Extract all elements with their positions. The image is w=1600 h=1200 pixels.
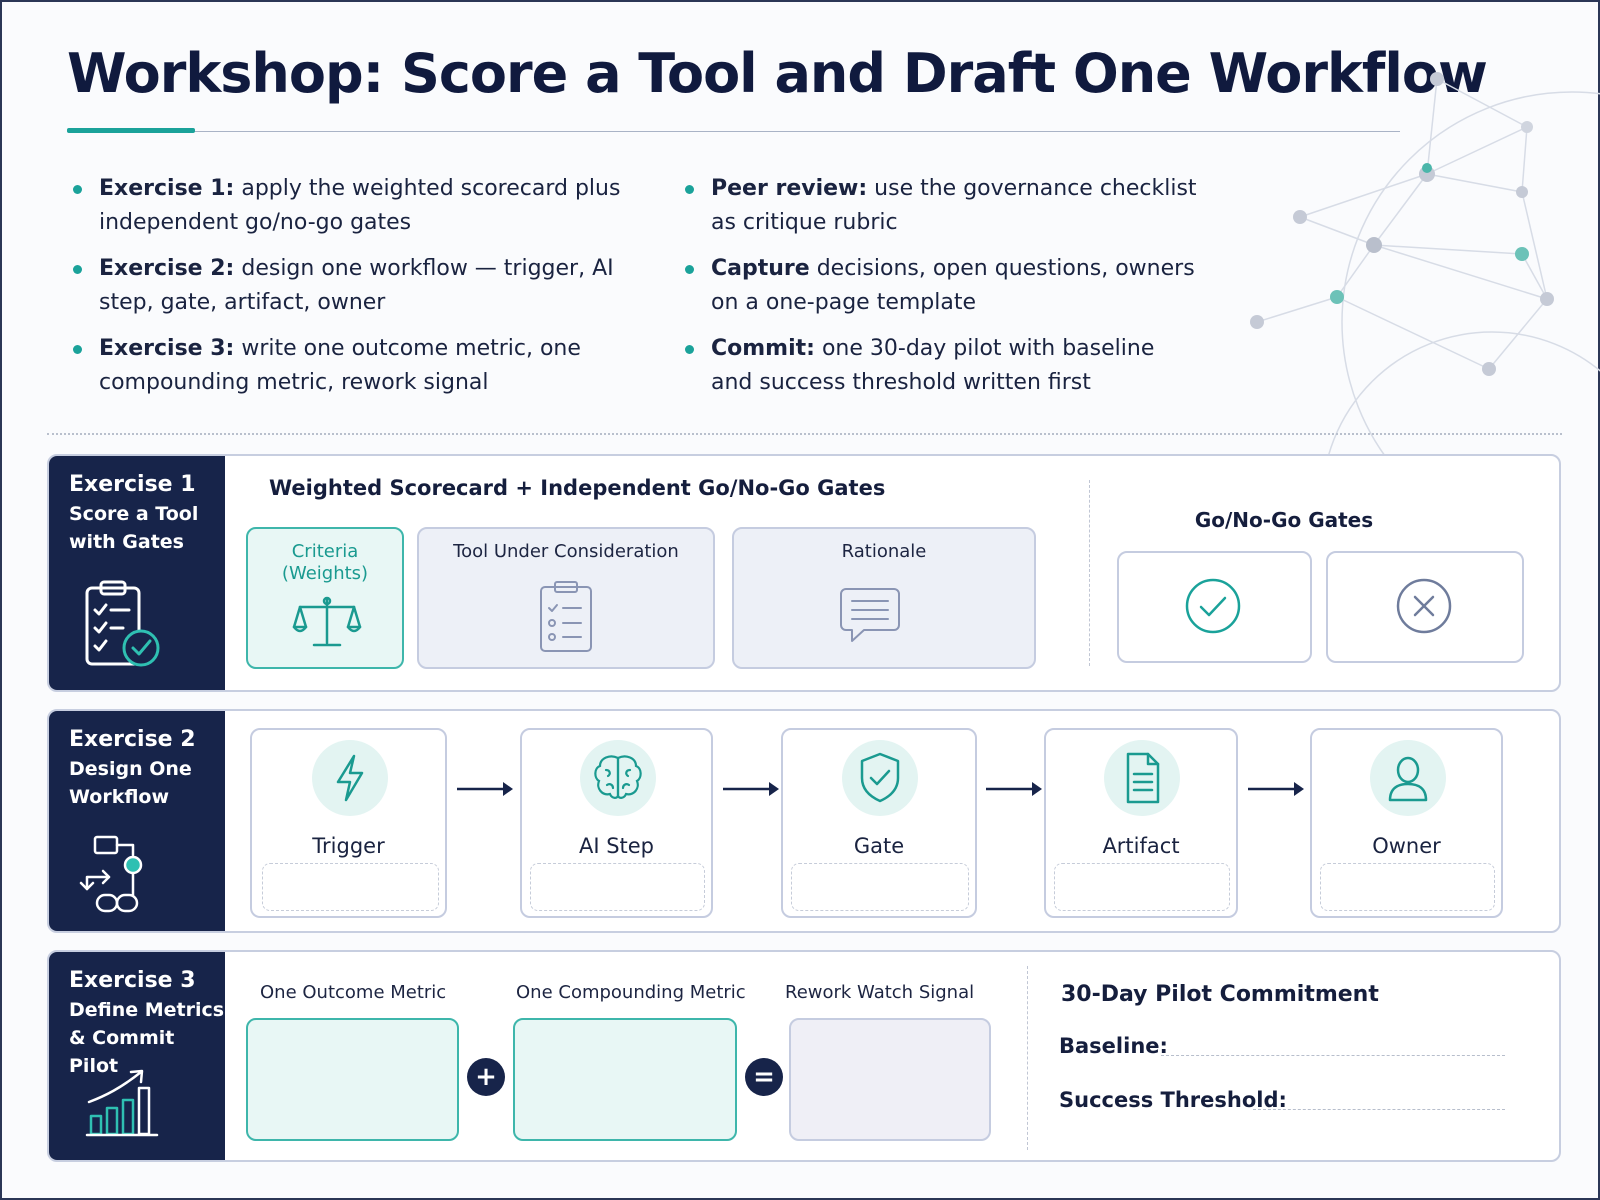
- check-circle-icon: [1185, 578, 1241, 634]
- ai-step-icon-badge: [580, 740, 656, 816]
- step-input-slot[interactable]: [262, 863, 439, 911]
- bullet-item: Peer review: use the governance checklis…: [679, 172, 1199, 240]
- document-icon: [1126, 752, 1160, 804]
- exercise-sublabel: Workflow: [69, 786, 170, 808]
- step-label: Owner: [1372, 834, 1441, 858]
- exercise-label: Exercise 3: [69, 968, 196, 993]
- workflow-step-ai-step[interactable]: AI Step: [520, 728, 713, 918]
- clipboard-list-icon: [540, 581, 592, 652]
- section-divider: [47, 433, 1562, 435]
- workflow-step-artifact[interactable]: Artifact: [1044, 728, 1238, 918]
- arrow-right-icon: [723, 782, 779, 796]
- title-rule: [67, 131, 1400, 132]
- equals-icon: =: [745, 1058, 783, 1096]
- lightning-icon: [336, 754, 364, 802]
- success-threshold-label: Success Threshold:: [1059, 1088, 1287, 1112]
- network-graphic: [1250, 72, 1600, 472]
- speech-bubble-icon: [840, 588, 900, 642]
- title-rule-accent: [67, 128, 195, 133]
- exercise-2-label: Exercise 2 Design One Workflow: [49, 711, 225, 931]
- exercise-label: Exercise 1: [69, 472, 196, 497]
- go-gate-card[interactable]: [1117, 551, 1312, 663]
- no-go-gate-card[interactable]: [1326, 551, 1524, 663]
- step-label: Artifact: [1102, 834, 1180, 858]
- bullet-item: Exercise 2: design one workflow — trigge…: [67, 252, 667, 320]
- workflow-step-owner[interactable]: Owner: [1310, 728, 1503, 918]
- rationale-card[interactable]: Rationale: [732, 527, 1036, 669]
- owner-icon-badge: [1370, 740, 1446, 816]
- outcome-metric-box[interactable]: [246, 1018, 459, 1141]
- gates-heading: Go/No-Go Gates: [1194, 508, 1374, 532]
- arrow-right-icon: [986, 782, 1042, 796]
- pilot-divider: [1027, 966, 1028, 1150]
- step-label: Gate: [853, 834, 905, 858]
- arrow-right-icon: [457, 782, 513, 796]
- shield-check-icon: [860, 752, 900, 803]
- exercise-3-label: Exercise 3 Define Metrics & Commit Pilot: [49, 952, 225, 1160]
- gate-icon-badge: [842, 740, 918, 816]
- exercise-1-label: Exercise 1 Score a Tool with Gates: [49, 456, 225, 690]
- criteria-title: Criteria (Weights): [248, 541, 402, 585]
- trigger-icon-badge: [312, 740, 388, 816]
- compounding-metric-box[interactable]: [513, 1018, 737, 1141]
- artifact-icon-badge: [1104, 740, 1180, 816]
- outcome-metric-label: One Outcome Metric: [260, 982, 447, 1003]
- rework-signal-label: Rework Watch Signal: [785, 982, 975, 1003]
- exercise-sublabel: with Gates: [69, 531, 184, 553]
- criteria-card[interactable]: Criteria (Weights): [246, 527, 404, 669]
- scale-icon: [292, 596, 362, 647]
- baseline-input-line[interactable]: [1161, 1055, 1505, 1056]
- scorecard-heading: Weighted Scorecard + Independent Go/No-G…: [269, 476, 886, 500]
- clipboard-check-icon: [85, 580, 160, 667]
- weights-label: (Weights): [281, 563, 369, 584]
- exercise-3-panel: Exercise 3 Define Metrics & Commit Pilot…: [47, 950, 1561, 1162]
- step-input-slot[interactable]: [530, 863, 705, 911]
- exercise-label: Exercise 2: [69, 727, 196, 752]
- step-label: AI Step: [578, 834, 655, 858]
- bullet-list-right: Peer review: use the governance checklis…: [679, 172, 1199, 412]
- exercise-sublabel: Score a Tool: [69, 503, 199, 525]
- exercise-sublabel: & Commit Pilot: [69, 1027, 175, 1077]
- rationale-title: Rationale: [841, 541, 927, 562]
- success-threshold-input-line[interactable]: [1253, 1109, 1505, 1110]
- workflow-icon: [79, 835, 143, 913]
- growth-chart-icon: [85, 1069, 159, 1137]
- workflow-step-gate[interactable]: Gate: [781, 728, 977, 918]
- bullet-item: Commit: one 30-day pilot with baseline a…: [679, 332, 1199, 400]
- baseline-label: Baseline:: [1059, 1034, 1168, 1058]
- gates-divider: [1089, 480, 1090, 666]
- tool-under-consideration-card[interactable]: Tool Under Consideration: [417, 527, 715, 669]
- exercise-sublabel: Define Metrics: [69, 999, 225, 1021]
- page-title: Workshop: Score a Tool and Draft One Wor…: [67, 42, 1488, 105]
- plus-icon: +: [467, 1058, 505, 1096]
- person-icon: [1388, 756, 1428, 802]
- bullet-list-left: Exercise 1: apply the weighted scorecard…: [67, 172, 667, 412]
- pilot-commitment-title: 30-Day Pilot Commitment: [1061, 982, 1379, 1007]
- exercise-sublabel: Design One: [69, 758, 192, 780]
- arrow-right-icon: [1248, 782, 1304, 796]
- workflow-step-trigger[interactable]: Trigger: [250, 728, 447, 918]
- compounding-metric-label: One Compounding Metric: [516, 982, 746, 1003]
- exercise-2-panel: Exercise 2 Design One Workflow: [47, 709, 1561, 933]
- x-circle-icon: [1396, 578, 1452, 634]
- tool-title: Tool Under Consideration: [453, 541, 679, 562]
- step-input-slot[interactable]: [1320, 863, 1495, 911]
- step-input-slot[interactable]: [1054, 863, 1230, 911]
- rework-signal-box[interactable]: [789, 1018, 991, 1141]
- bullet-item: Exercise 1: apply the weighted scorecard…: [67, 172, 667, 240]
- bullet-item: Capture decisions, open questions, owner…: [679, 252, 1199, 320]
- exercise-1-panel: Exercise 1 Score a Tool with Gates Weigh…: [47, 454, 1561, 692]
- bullet-item: Exercise 3: write one outcome metric, on…: [67, 332, 667, 400]
- criteria-label: Criteria: [291, 541, 359, 562]
- brain-icon: [594, 755, 642, 799]
- step-label: Trigger: [312, 834, 385, 858]
- step-input-slot[interactable]: [791, 863, 969, 911]
